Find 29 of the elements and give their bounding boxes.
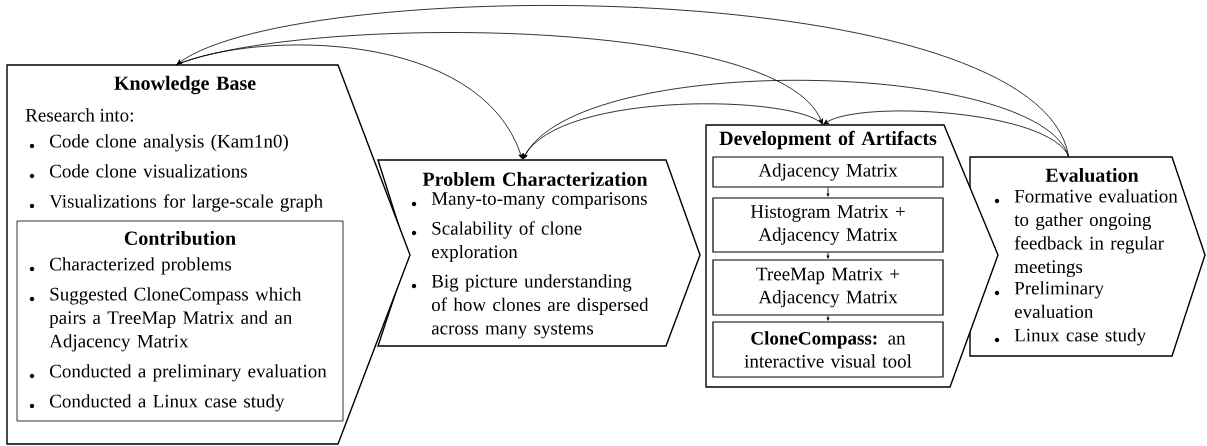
heading: Knowledge Base xyxy=(114,75,256,95)
arrow xyxy=(826,187,830,197)
bullet-text: Preliminary evaluation xyxy=(1014,281,1104,319)
bullet-text: Scalability of clone exploration xyxy=(431,221,582,263)
bullet-text: Many-to-many comparisons xyxy=(431,192,647,209)
bullet-text: Big picture understanding of how clones are dispersed across many systems xyxy=(431,274,649,339)
process-box: TreeMap Matrix + Adjacency Matrix xyxy=(712,259,944,316)
process-box: Histogram Matrix + Adjacency Matrix xyxy=(712,197,944,253)
process-box: Adjacency Matrix xyxy=(712,156,944,188)
heading: Contribution xyxy=(124,230,236,246)
body-text: Research into: xyxy=(25,108,133,122)
heading: Evaluation xyxy=(1045,167,1139,183)
bullet-text: Characterized problems xyxy=(50,257,232,275)
bullet-text: Linux case study xyxy=(1014,328,1147,346)
arrow xyxy=(826,252,830,259)
heading: Problem Characterization xyxy=(422,171,648,186)
bullet-text: Code clone visualizations xyxy=(50,164,247,178)
arrow xyxy=(522,79,1070,160)
arrow xyxy=(826,315,830,321)
arrow xyxy=(176,5,1070,158)
bullet-text: Conducted a preliminary evaluation xyxy=(50,364,327,382)
process-box: CloneCompass: an interactive visual tool xyxy=(712,321,944,378)
heading: Development of Artifacts xyxy=(719,130,937,150)
bullet-text: Conducted a Linux case study xyxy=(50,394,285,412)
bullet-text: Code clone analysis (Kam1n0) xyxy=(50,134,288,152)
bullet-text: Suggested CloneCompass which pairs a TreeMap Matrix and an Adjacency Matrix xyxy=(49,287,302,352)
bullet-text: Formative evaluation to gather ongoing feedback in regular meetings xyxy=(1014,189,1178,277)
bullet-text: Visualizations for large-scale graph xyxy=(49,194,323,212)
arrow xyxy=(823,110,1070,158)
